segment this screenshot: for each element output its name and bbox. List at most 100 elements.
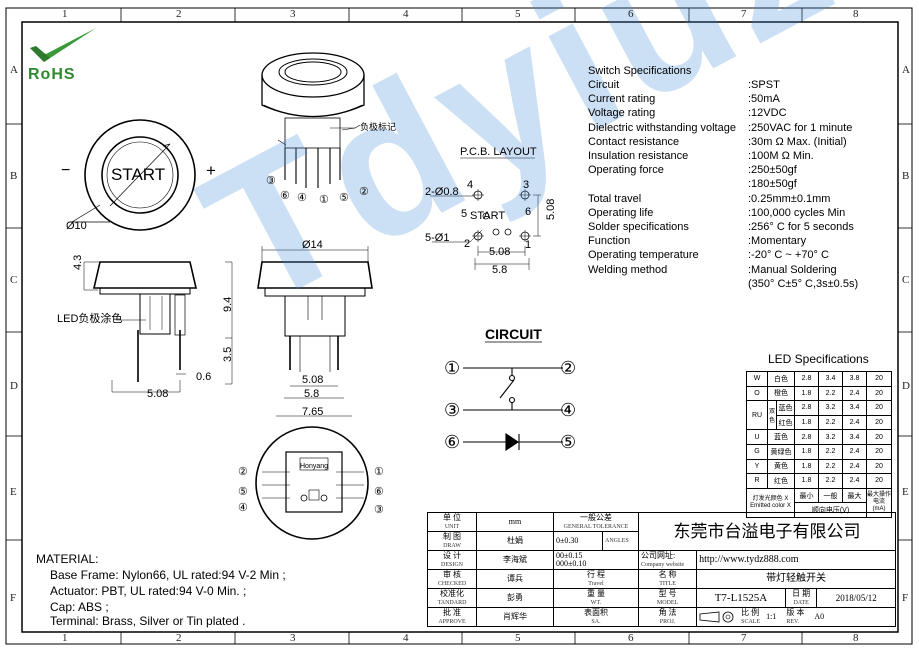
- tb-scale-val: 1:1: [766, 612, 777, 621]
- front-plus-label: +: [206, 161, 216, 180]
- pcb-hole-1: 2-Ø0.8: [425, 186, 459, 198]
- tb-model-val: T7-L1525A: [696, 588, 786, 608]
- grid-row-c-right: C: [902, 274, 910, 286]
- led-typ: 2.2: [818, 458, 843, 475]
- circuit-pin-6: ⑥: [444, 432, 461, 452]
- spec-value: (350° C±5° C,3s±0.5s): [748, 277, 859, 290]
- material-line: Cap: ABS ;: [50, 600, 109, 614]
- led-emit-en: Emitted color X: [750, 502, 791, 509]
- led-max: 2.4: [842, 458, 867, 475]
- spec-value: :0.25mm±0.1mm: [748, 192, 831, 205]
- side-dim-35: 3.5: [222, 346, 234, 362]
- tb-website[interactable]: http://www.tydz888.com: [696, 550, 896, 570]
- tb-check-name: 谭兵: [476, 569, 554, 589]
- led-color: 黄色: [767, 458, 795, 475]
- led-head-min: 最小: [794, 487, 819, 504]
- led-color: 蓝色: [776, 400, 795, 416]
- iso-neg-label: 负极标记: [360, 122, 397, 132]
- side-view: [83, 261, 233, 393]
- led-typ: 2.2: [818, 385, 843, 402]
- tb-weight-en: WT.: [590, 599, 602, 606]
- spec-key: Voltage rating: [588, 107, 656, 120]
- tb-model-en: MODEL: [656, 599, 679, 606]
- tb-draw-en: DRAW: [443, 542, 461, 549]
- led-head-max: 最大: [842, 487, 867, 504]
- tb-unit-en: UNIT: [444, 523, 460, 530]
- led-typ: 2.2: [818, 414, 843, 431]
- led-code: Y: [746, 458, 768, 475]
- led-max: 2.4: [842, 414, 867, 431]
- tb-std-cn: 校准化: [440, 588, 464, 598]
- side-dim-06: 0.6: [196, 371, 212, 383]
- front-view: [70, 119, 196, 231]
- iso-view: [261, 52, 365, 188]
- tb-travel-cn: 行 程: [587, 569, 605, 579]
- led-rgb-label: 双色: [767, 400, 777, 431]
- spec-key: Circuit: [588, 79, 620, 91]
- grid-col-2: 2: [176, 8, 182, 20]
- led-cur: 20: [866, 385, 892, 402]
- tb-scale-en: SCALE: [741, 618, 761, 625]
- led-min: 1.8: [794, 473, 819, 489]
- spec-value: :250±50gf: [748, 164, 797, 177]
- tb-draw-cn: 制 图: [443, 531, 461, 541]
- spec-key: Current rating: [588, 93, 656, 106]
- grid-col-4-bottom: 4: [403, 632, 409, 644]
- led-code: O: [746, 385, 768, 402]
- tb-title-en: TITLE: [659, 580, 676, 587]
- tb-tol1b: ANGLES: [602, 531, 639, 551]
- led-cur: 20: [866, 458, 892, 475]
- section-dim-765: 7.65: [302, 406, 324, 418]
- grid-row-f-right: F: [902, 592, 909, 604]
- material-line: Base Frame: Nylon66, UL rated:94 V-2 Min…: [50, 568, 286, 582]
- spec-value: :Momentary: [748, 235, 807, 248]
- pcb-layout: [430, 157, 541, 270]
- tb-design-cn: 设 计: [443, 550, 461, 560]
- led-cur: 20: [866, 473, 892, 489]
- circuit-pin-4: ④: [560, 400, 577, 420]
- front-minus-label: −: [61, 162, 71, 179]
- circuit-pin-1: ①: [444, 358, 461, 378]
- led-min: 1.8: [794, 414, 819, 431]
- led-typ: 3.4: [818, 371, 843, 387]
- tb-title-cn: 名 称: [658, 569, 677, 579]
- tb-website-en: Company website: [641, 561, 685, 568]
- led-min: 2.8: [794, 371, 819, 387]
- grid-row-b-right: B: [902, 170, 910, 182]
- side-led-note: LED负极涂色: [57, 313, 123, 325]
- grid-row-a-right: A: [902, 64, 910, 76]
- grid-row-a: A: [10, 64, 18, 76]
- grid-col-8-bottom: 8: [853, 632, 859, 644]
- led-color: 黄绿色: [767, 443, 795, 460]
- bottom-pin-3: ③: [374, 504, 384, 516]
- tb-weight-cn: 重 量: [587, 588, 605, 598]
- spec-key: Insulation resistance: [588, 150, 689, 162]
- circuit-pin-5: ⑤: [560, 432, 577, 452]
- spec-value: :SPST: [748, 79, 780, 91]
- led-head-typ: 一般: [818, 487, 843, 504]
- led-cur: 20: [866, 400, 892, 416]
- grid-col-5: 5: [515, 8, 521, 20]
- pcb-num-5: 5: [461, 208, 468, 220]
- spec-key: Dielectric withstanding voltage: [588, 121, 736, 134]
- iso-pin-5: ⑤: [339, 192, 349, 204]
- tb-std-name: 彭勇: [476, 588, 554, 608]
- spec-value: :30m Ω Max. (Initial): [748, 135, 847, 148]
- led-max: 3.4: [842, 429, 867, 445]
- material-line: Terminal: Brass, Silver or Tin plated .: [50, 614, 246, 628]
- iso-pin-2: ②: [359, 186, 369, 198]
- spec-value: :250VAC for 1 minute: [748, 121, 853, 134]
- iso-pin-1: ①: [319, 194, 329, 206]
- bottom-pin-1: ①: [374, 466, 384, 478]
- tb-rev-cn: 版 本: [786, 607, 805, 617]
- circuit-title: CIRCUIT: [485, 326, 542, 342]
- led-cur: 20: [866, 371, 892, 387]
- spec-key: Operating life: [588, 206, 654, 219]
- tb-approve-cn: 批 准: [443, 607, 461, 617]
- pcb-num-4: 4: [467, 179, 474, 191]
- specs-title: Switch Specifications: [588, 65, 692, 77]
- grid-col-7: 7: [741, 8, 747, 20]
- grid-row-d-right: D: [902, 380, 910, 392]
- tb-std-en: TANDARD: [437, 599, 467, 606]
